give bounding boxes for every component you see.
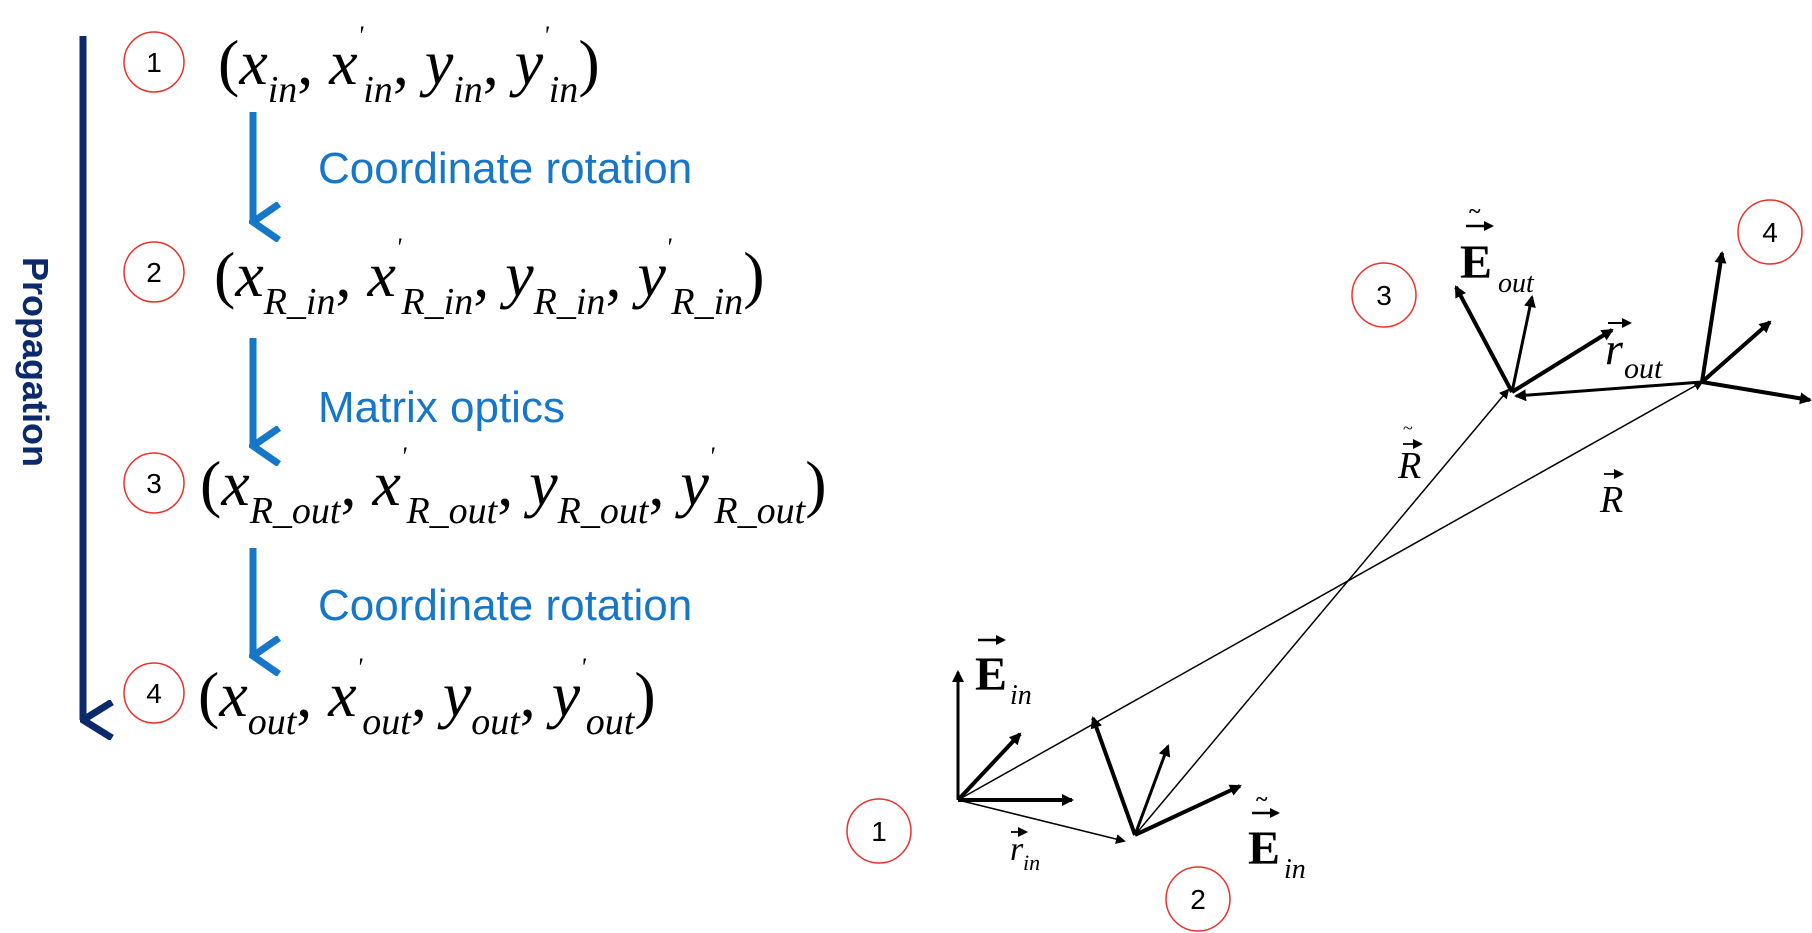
label-r: R <box>1599 469 1624 521</box>
step-3-circle: 3 <box>123 452 185 514</box>
svg-text:out: out <box>1624 352 1663 385</box>
tuple-3: (xR_out, x'R_out, yR_out, y'R_out) <box>200 442 827 532</box>
r-vector <box>957 381 1704 801</box>
svg-text:in: in <box>1284 854 1306 885</box>
point-4-circle: 4 <box>1737 199 1803 265</box>
svg-text:~: ~ <box>1256 786 1268 811</box>
step-4-number: 4 <box>146 678 162 709</box>
r-in-vector <box>957 799 1126 844</box>
point-3-circle: 3 <box>1351 262 1417 328</box>
frame-2 <box>1090 716 1242 837</box>
label-r-out: r out <box>1605 318 1663 385</box>
svg-text:r: r <box>1605 323 1624 374</box>
propagation-label: Propagation <box>15 257 56 467</box>
r-out-vector <box>1514 380 1703 402</box>
step-3-number: 3 <box>146 468 162 499</box>
svg-text:r: r <box>1010 831 1024 868</box>
svg-text:E: E <box>1460 236 1492 289</box>
transition-label-2: Matrix optics <box>318 383 565 432</box>
tuple-2: (xR_in, x'R_in, yR_in, y'R_in) <box>214 233 765 323</box>
svg-text:in: in <box>1023 850 1040 875</box>
label-e-in: E in <box>975 635 1032 711</box>
frame-1 <box>952 670 1074 806</box>
transition-label-3: Coordinate rotation <box>318 581 692 630</box>
svg-text:3: 3 <box>1376 280 1392 311</box>
svg-text:R: R <box>1397 445 1421 487</box>
step-2-circle: 2 <box>123 241 185 303</box>
frame-4 <box>1700 251 1812 405</box>
svg-text:~: ~ <box>1403 418 1413 438</box>
tuple-1: (xin, x'in, yin, y'in) <box>218 21 600 111</box>
step-2-number: 2 <box>146 257 162 288</box>
point-2-circle: 2 <box>1165 866 1231 932</box>
frame-3 <box>1454 285 1614 394</box>
svg-text:E: E <box>975 648 1007 701</box>
step-1-circle: 1 <box>123 31 185 93</box>
r-tilde-vector <box>1134 388 1510 836</box>
transition-label-1: Coordinate rotation <box>318 144 692 193</box>
svg-text:R: R <box>1599 479 1623 521</box>
step-1-number: 1 <box>146 47 162 78</box>
svg-text:2: 2 <box>1190 884 1206 915</box>
svg-text:out: out <box>1498 268 1535 299</box>
label-e-out-tilde: E out ~ <box>1460 198 1535 299</box>
label-r-in: r in <box>1010 827 1040 875</box>
point-1-circle: 1 <box>846 798 912 864</box>
step-4-circle: 4 <box>123 662 185 724</box>
svg-text:1: 1 <box>871 816 887 847</box>
svg-text:~: ~ <box>1469 198 1481 223</box>
svg-text:in: in <box>1010 680 1032 711</box>
svg-text:E: E <box>1248 822 1280 875</box>
label-r-tilde: R ~ <box>1397 418 1423 487</box>
tuple-4: (xout, x'out, yout, y'out) <box>198 653 656 743</box>
label-e-in-tilde: E in ~ <box>1248 786 1306 885</box>
svg-text:4: 4 <box>1762 217 1778 248</box>
